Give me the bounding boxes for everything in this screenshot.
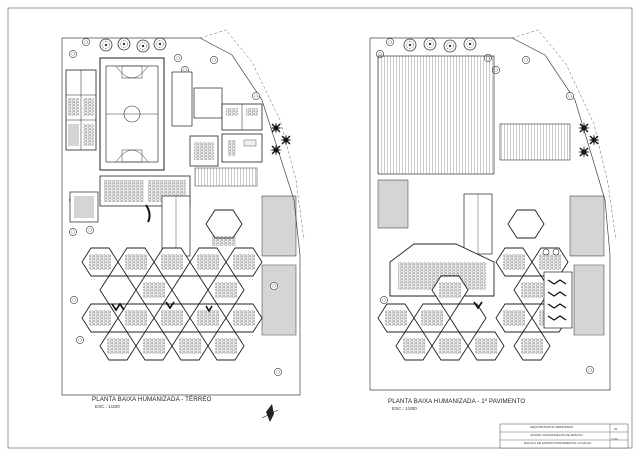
ground-floor-plan-title: PLANTA BAIXA HUMANIZADA - TÉRREO — [92, 396, 212, 403]
first-floor-plan-title: PLANTA BAIXA HUMANIZADA - 1º PAVIMENTO — [388, 398, 526, 405]
first-floor-plan-scale: ESC.: 1/200 — [392, 406, 417, 411]
title-block-frame — [499, 423, 629, 449]
ground-floor-plan-scale: ESC.: 1/200 — [95, 404, 120, 409]
title-block-sheet-number: 02 — [614, 427, 618, 431]
roof-covering — [377, 55, 495, 175]
ground-floor-plan — [61, 29, 305, 396]
title-block-project: ESCOLA DE ENSINO FUNDAMENTAL 12 SALAS — [524, 441, 592, 445]
title-block: ARQUITETURA E URBANISMO JAYANE VASCONCEL… — [500, 424, 628, 448]
title-block-author: JAYANE VASCONCELOS DE ARAÚJO — [530, 433, 583, 437]
first-floor-plan — [369, 29, 617, 391]
title-block-course: ARQUITETURA E URBANISMO — [530, 425, 574, 429]
sheet-border — [7, 7, 633, 449]
north-arrow-icon — [261, 404, 279, 422]
title-block-sheet-code: 1/10 — [612, 437, 618, 441]
